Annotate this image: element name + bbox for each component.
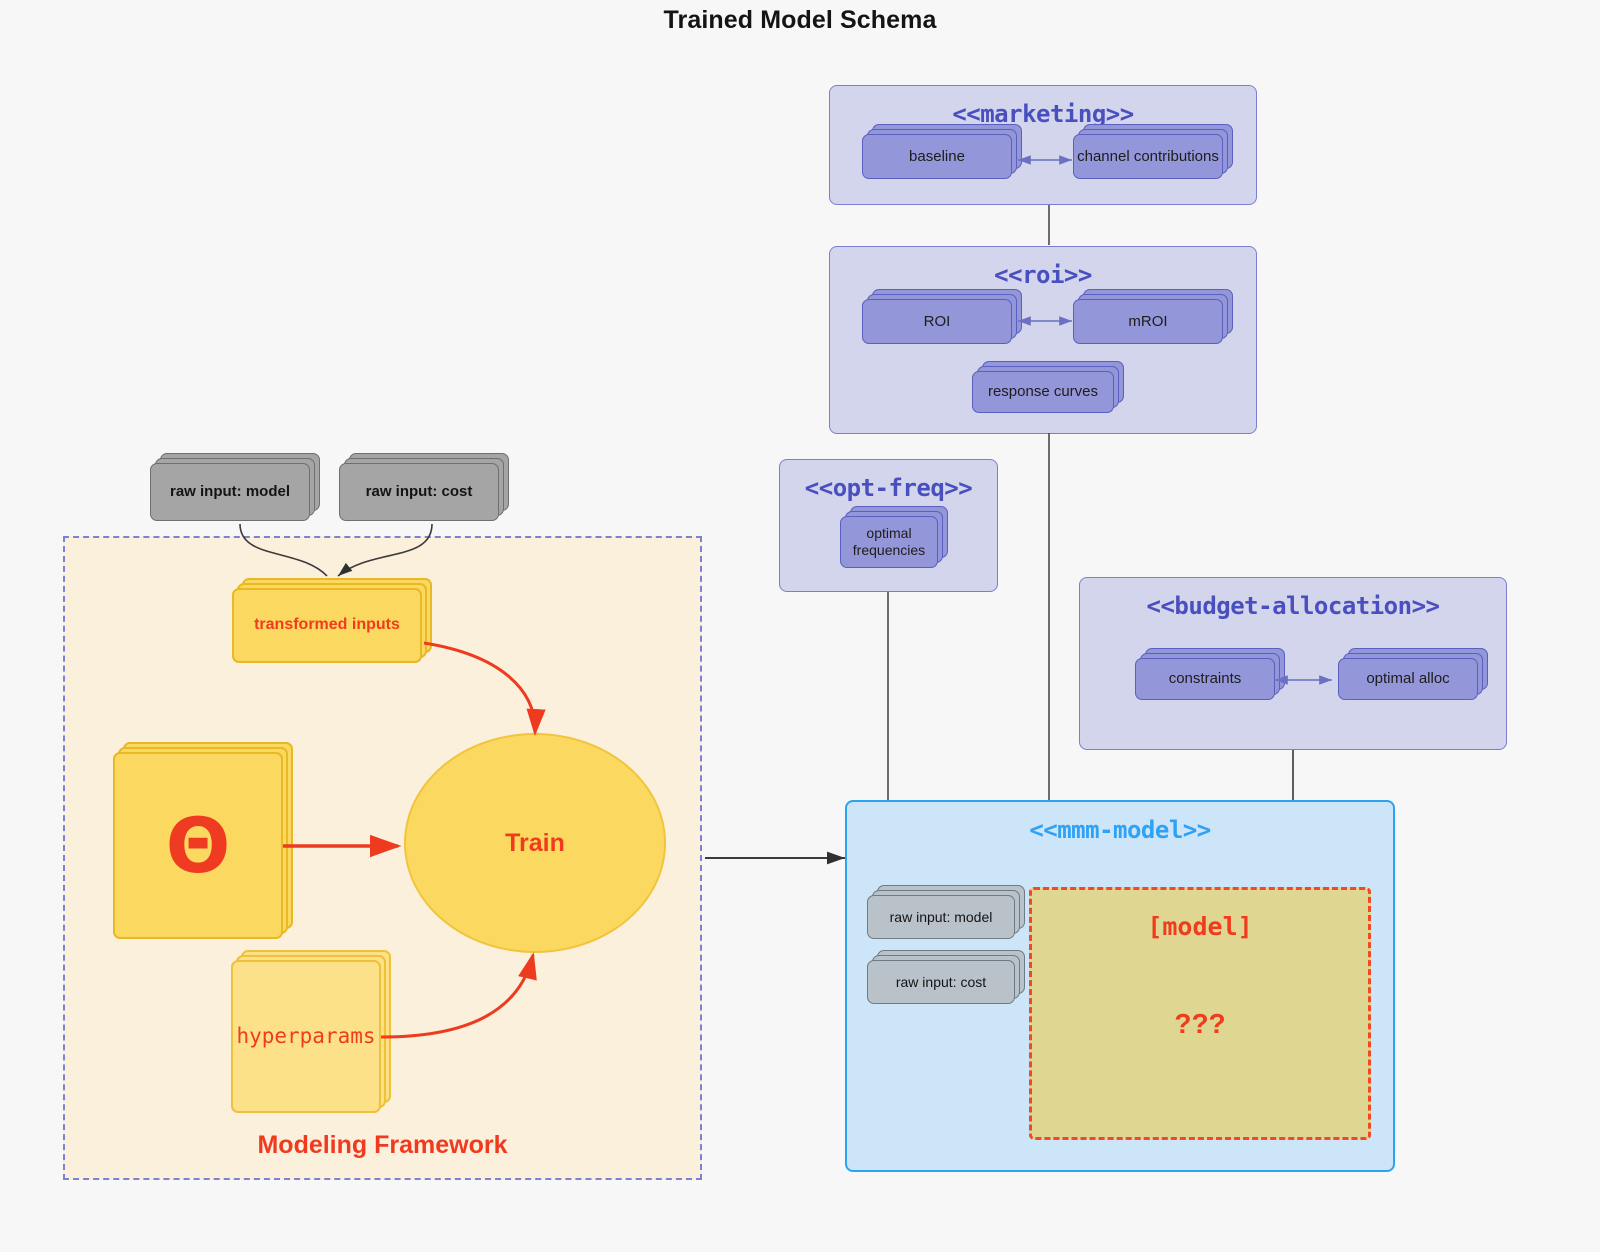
node-label: optimal frequencies [840, 516, 938, 568]
model-placeholder-box[interactable]: [model] ??? [1029, 887, 1371, 1140]
node-response-curves[interactable]: response curves [972, 361, 1124, 413]
package-mmm-model-title: <<mmm-model>> [1029, 816, 1211, 844]
package-marketing[interactable]: <<marketing>> baseline channel contribut… [829, 85, 1257, 205]
node-label: raw input: model [150, 463, 310, 521]
train-label: Train [505, 828, 565, 857]
package-opt-freq-title: <<opt-freq>> [804, 474, 973, 502]
package-roi-title: <<roi>> [994, 261, 1092, 289]
node-label: Θ [113, 752, 283, 939]
node-baseline[interactable]: baseline [862, 124, 1022, 179]
node-raw-input-model[interactable]: raw input: model [150, 453, 320, 521]
node-optimal-frequencies[interactable]: optimal frequencies [840, 506, 948, 568]
node-roi[interactable]: ROI [862, 289, 1022, 344]
package-mmm-model[interactable]: <<mmm-model>> raw input: model raw input… [845, 800, 1395, 1172]
node-hyperparams[interactable]: hyperparams [231, 950, 391, 1113]
node-label: ROI [862, 299, 1012, 344]
package-budget-allocation[interactable]: <<budget-allocation>> constraints optima… [1079, 577, 1507, 750]
theta-symbol: Θ [165, 800, 231, 890]
node-mroi[interactable]: mROI [1073, 289, 1233, 344]
model-label: [model] [1147, 912, 1253, 941]
node-label: raw input: model [867, 895, 1015, 939]
node-label: baseline [862, 134, 1012, 179]
node-label: mROI [1073, 299, 1223, 344]
node-mmm-raw-input-cost[interactable]: raw input: cost [867, 950, 1025, 1004]
node-optimal-alloc[interactable]: optimal alloc [1338, 648, 1488, 700]
modeling-framework-label: Modeling Framework [257, 1131, 508, 1159]
node-label: constraints [1135, 658, 1275, 700]
page-title: Trained Model Schema [663, 6, 937, 34]
node-mmm-raw-input-model[interactable]: raw input: model [867, 885, 1025, 939]
node-constraints[interactable]: constraints [1135, 648, 1285, 700]
node-label: raw input: cost [867, 960, 1015, 1004]
train-ellipse[interactable]: Train [404, 733, 666, 953]
node-label: raw input: cost [339, 463, 499, 521]
node-label: transformed inputs [232, 588, 422, 663]
node-theta[interactable]: Θ [113, 742, 293, 939]
package-marketing-title: <<marketing>> [952, 100, 1134, 128]
node-label: hyperparams [231, 960, 381, 1113]
package-budget-allocation-title: <<budget-allocation>> [1146, 592, 1440, 620]
package-roi[interactable]: <<roi>> ROI mROI response curves [829, 246, 1257, 434]
node-transformed-inputs[interactable]: transformed inputs [232, 578, 432, 663]
model-unknown-label: ??? [1174, 1008, 1226, 1039]
node-label: response curves [972, 371, 1114, 413]
node-label: optimal alloc [1338, 658, 1478, 700]
node-channel-contributions[interactable]: channel contributions [1073, 124, 1233, 179]
node-raw-input-cost[interactable]: raw input: cost [339, 453, 509, 521]
node-label: channel contributions [1073, 134, 1223, 179]
package-opt-freq[interactable]: <<opt-freq>> optimal frequencies [779, 459, 998, 592]
